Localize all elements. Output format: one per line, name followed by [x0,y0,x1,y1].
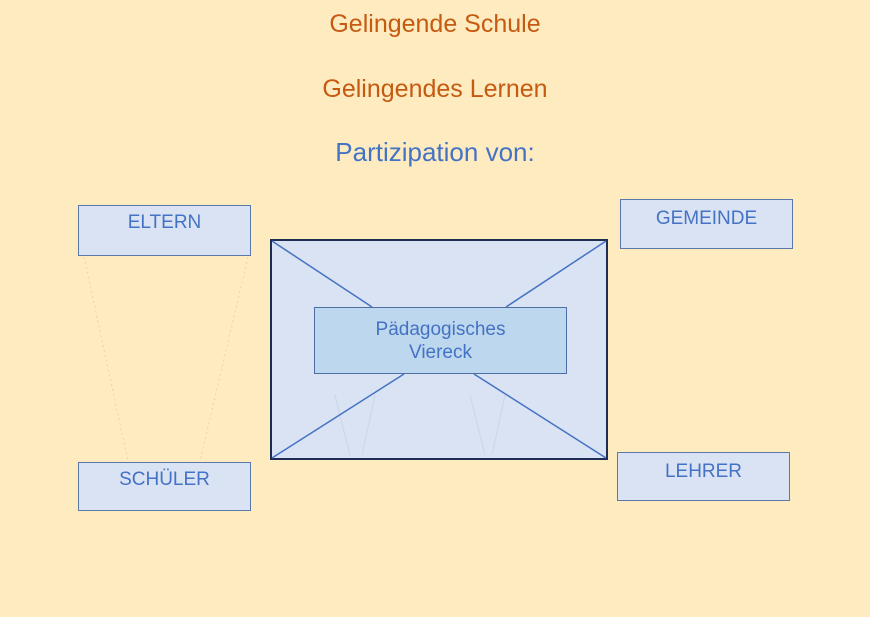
center-label-line2: Viereck [408,342,472,363]
box-eltern: ELTERN [78,205,251,256]
diagonal-top-left [271,240,373,308]
connector-line-left-outer [83,256,129,462]
center-label-line1: Pädagogisches [375,319,506,340]
title-gelingende-schule: Gelingende Schule [329,10,541,38]
box-schueler: SCHÜLER [78,462,251,511]
connector-line-left-inner [199,256,249,462]
center-box-paedagogisches-viereck: Pädagogisches Viereck [314,307,567,374]
box-gemeinde: GEMEINDE [620,199,793,249]
title-partizipation: Partizipation von: [335,137,535,167]
diagonal-top-right [505,240,607,308]
title-gelingendes-lernen: Gelingendes Lernen [322,75,548,103]
faint-streaks [334,394,506,456]
diagonal-bottom-left [271,373,405,459]
box-lehrer: LEHRER [617,452,790,501]
diagonal-bottom-right [473,373,607,459]
